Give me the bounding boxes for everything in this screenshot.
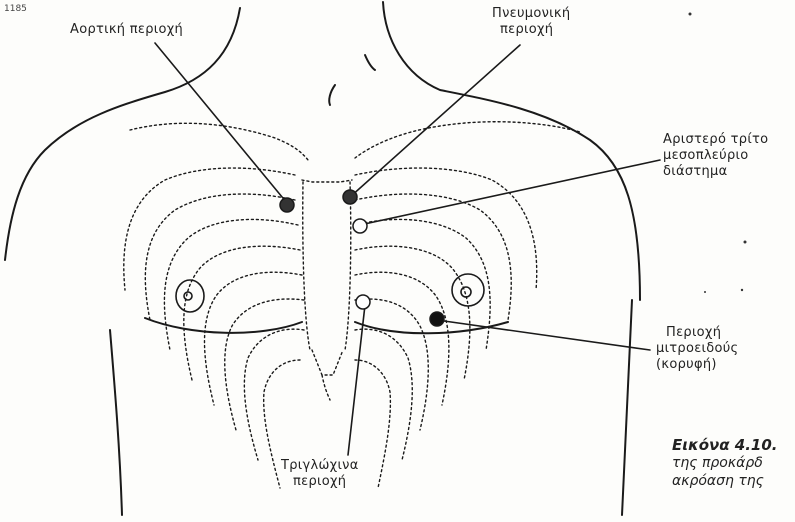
- leader-lines: [155, 43, 660, 455]
- caption-title: Εικόνα 4.10.: [672, 436, 778, 454]
- mitral-area-label: Περιοχή μιτροειδούς (κορυφή): [656, 325, 739, 373]
- mitral-line-2: μιτροειδούς: [656, 341, 739, 357]
- third-ics-line-2: μεσοπλεύριο: [663, 148, 768, 164]
- third-ics-line-1: Αριστερό τρίτο: [663, 132, 768, 148]
- body-outline: [5, 2, 640, 515]
- mitral-line-3: (κορυφή): [656, 357, 739, 373]
- third-ics-point: [353, 219, 367, 233]
- ribs-right: [355, 168, 537, 488]
- pulmonic-point: [343, 190, 357, 204]
- third-ics-line-3: διάστημα: [663, 164, 768, 180]
- tricuspid-point: [356, 295, 370, 309]
- mitral-line-1: Περιοχή: [656, 325, 739, 341]
- sternum: [302, 180, 352, 400]
- tricuspid-area-label: Τριγλώχινα περιοχή: [281, 458, 359, 490]
- auscultation-points: [280, 190, 444, 326]
- nipples: [176, 274, 484, 312]
- pulmonic-line-1: Πνευμονική: [492, 6, 570, 22]
- caption-line-2: της προκάρδ: [672, 454, 778, 472]
- costal-margin: [145, 318, 508, 333]
- tricuspid-line-1: Τριγλώχινα: [281, 458, 359, 474]
- aortic-point: [280, 198, 294, 212]
- mitral-point: [430, 312, 444, 326]
- third-ics-label: Αριστερό τρίτο μεσοπλεύριο διάστημα: [663, 132, 768, 180]
- pulmonic-line-2: περιοχή: [492, 22, 570, 38]
- caption-line-3: ακρόαση της: [672, 472, 778, 490]
- clavicles: [130, 122, 580, 160]
- aortic-area-label: Αορτική περιοχή: [70, 22, 183, 38]
- figure-caption: Εικόνα 4.10. της προκάρδ ακρόαση της: [672, 436, 778, 490]
- pulmonic-area-label: Πνευμονική περιοχή: [492, 6, 570, 38]
- tricuspid-line-2: περιοχή: [281, 474, 359, 490]
